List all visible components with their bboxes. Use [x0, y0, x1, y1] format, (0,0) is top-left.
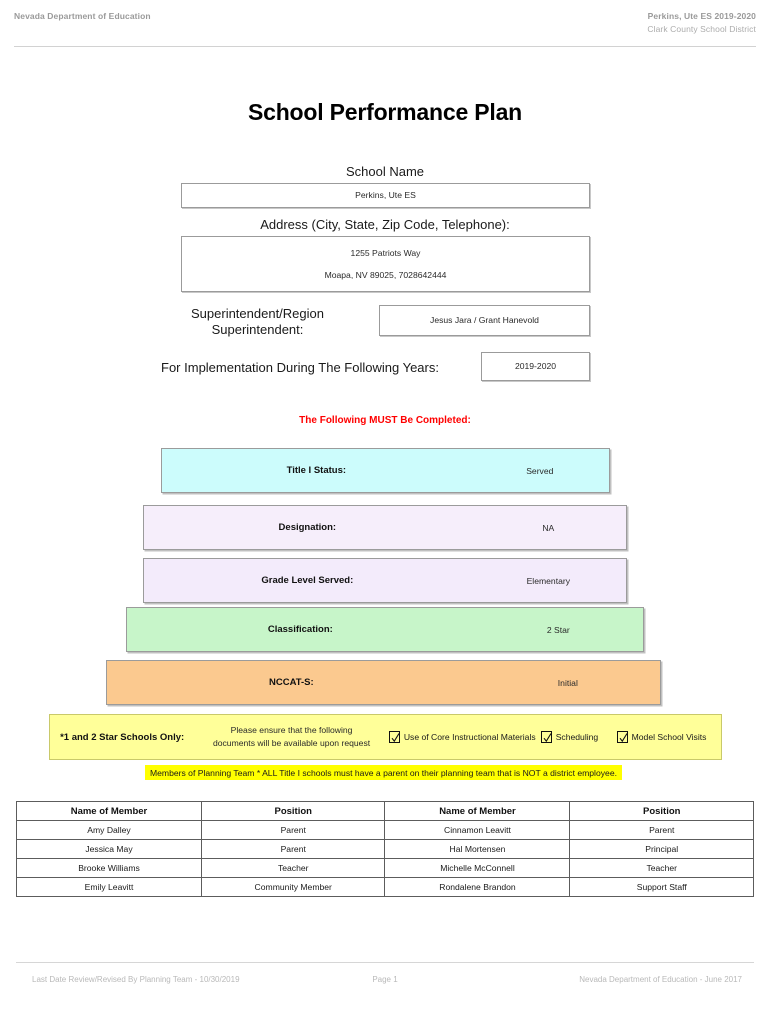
table-header-row: Name of Member Position Name of Member P… — [16, 801, 754, 821]
planning-team-notice: Members of Planning Team * ALL Title I s… — [145, 765, 622, 780]
planning-team-table: Name of Member Position Name of Member P… — [16, 801, 754, 897]
checkbox-model-school-visits[interactable]: Model School Visits — [616, 731, 721, 743]
member-name[interactable]: Amy Dalley — [16, 820, 202, 840]
school-name-value: Perkins, Ute ES — [355, 190, 416, 201]
status-bar-title-i-label: Title I Status: — [286, 465, 347, 476]
table-row: Emily Leavitt Community Member Rondalene… — [16, 877, 754, 897]
address-line-2: Moapa, NV 89025, 7028642444 — [324, 269, 447, 280]
member-name[interactable]: Hal Mortensen — [384, 839, 571, 859]
member-name[interactable]: Michelle McConnell — [384, 858, 571, 878]
header-school-info: Perkins, Ute ES 2019-2020 Clark County S… — [647, 11, 756, 34]
member-position[interactable]: Parent — [200, 839, 386, 859]
address-label: Address (City, State, Zip Code, Telephon… — [260, 217, 510, 232]
footer-last-revised: Last Date Review/Revised By Planning Tea… — [32, 975, 240, 984]
checkmark-icon — [616, 731, 628, 743]
member-name[interactable]: Rondalene Brandon — [384, 877, 571, 897]
column-header-name-1: Name of Member — [16, 801, 202, 821]
page-footer: Last Date Review/Revised By Planning Tea… — [16, 975, 754, 989]
superintendent-field[interactable]: Jesus Jara / Grant Hanevold — [379, 305, 590, 336]
star-schools-note-line-2: documents will be available upon request — [212, 738, 371, 748]
header-district-name: Clark County School District — [647, 24, 756, 34]
checkbox-core-instructional-materials[interactable]: Use of Core Instructional Materials — [388, 731, 541, 743]
table-row: Brooke Williams Teacher Michelle McConne… — [16, 858, 754, 878]
column-header-position-1: Position — [200, 801, 386, 821]
member-position[interactable]: Community Member — [200, 877, 386, 897]
header-agency-name: Nevada Department of Education — [14, 11, 151, 21]
member-position[interactable]: Teacher — [200, 858, 386, 878]
school-name-field[interactable]: Perkins, Ute ES — [181, 183, 590, 208]
status-bar-nccat-s-value: Initial — [557, 677, 578, 688]
table-row: Jessica May Parent Hal Mortensen Princip… — [16, 839, 754, 859]
status-bar-grade-level[interactable]: Grade Level Served: Elementary — [143, 558, 627, 603]
member-position[interactable]: Principal — [569, 839, 754, 859]
page-header: Nevada Department of Education Perkins, … — [0, 0, 770, 52]
footer-source: Nevada Department of Education - June 20… — [579, 975, 742, 984]
status-bar-designation-value: NA — [542, 522, 555, 533]
checkmark-icon — [388, 731, 400, 743]
star-schools-row: *1 and 2 Star Schools Only: Please ensur… — [49, 714, 722, 760]
table-row: Amy Dalley Parent Cinnamon Leavitt Paren… — [16, 820, 754, 840]
member-position[interactable]: Parent — [200, 820, 386, 840]
address-line-1: 1255 Patriots Way — [350, 247, 421, 258]
status-bar-designation-label: Designation: — [278, 522, 337, 533]
column-header-position-2: Position — [569, 801, 754, 821]
school-name-label: School Name — [345, 164, 425, 179]
status-bar-nccat-s-label: NCCAT-S: — [268, 677, 314, 688]
star-schools-title: *1 and 2 Star Schools Only: — [60, 731, 185, 743]
header-school-year: Perkins, Ute ES 2019-2020 — [647, 11, 756, 21]
member-position[interactable]: Support Staff — [569, 877, 754, 897]
star-schools-note: Please ensure that the following documen… — [194, 724, 389, 751]
status-bar-classification-value: 2 Star — [546, 624, 570, 635]
status-bar-nccat-s[interactable]: NCCAT-S: Initial — [106, 660, 661, 705]
member-name[interactable]: Emily Leavitt — [16, 877, 202, 897]
member-name[interactable]: Jessica May — [16, 839, 202, 859]
superintendent-value: Jesus Jara / Grant Hanevold — [430, 315, 539, 326]
implementation-years-field[interactable]: 2019-2020 — [481, 352, 590, 381]
page-title: School Performance Plan — [247, 99, 523, 125]
member-name[interactable]: Cinnamon Leavitt — [384, 820, 571, 840]
status-bar-grade-level-value: Elementary — [526, 575, 571, 586]
member-position[interactable]: Parent — [569, 820, 754, 840]
checkmark-icon — [540, 731, 552, 743]
member-name[interactable]: Brooke Williams — [16, 858, 202, 878]
address-field[interactable]: 1255 Patriots Way Moapa, NV 89025, 70286… — [181, 236, 590, 292]
footer-divider — [16, 962, 754, 963]
status-bar-classification-label: Classification: — [267, 624, 333, 635]
footer-page-number: Page 1 — [372, 975, 398, 984]
implementation-years-value: 2019-2020 — [514, 361, 557, 372]
member-position[interactable]: Teacher — [569, 858, 754, 878]
checkbox-scheduling-label: Scheduling — [555, 732, 599, 742]
column-header-name-2: Name of Member — [384, 801, 571, 821]
header-divider — [14, 46, 756, 47]
implementation-years-label: For Implementation During The Following … — [161, 360, 439, 375]
status-bar-classification[interactable]: Classification: 2 Star — [126, 607, 644, 652]
status-bar-title-i[interactable]: Title I Status: Served — [161, 448, 610, 493]
star-schools-note-line-1: Please ensure that the following — [230, 724, 353, 735]
checkbox-model-school-visits-label: Model School Visits — [631, 732, 707, 742]
status-bar-grade-level-label: Grade Level Served: — [261, 575, 354, 586]
checkbox-scheduling[interactable]: Scheduling — [540, 731, 617, 743]
checkbox-core-instructional-materials-label: Use of Core Instructional Materials — [403, 732, 536, 742]
status-bar-title-i-value: Served — [526, 465, 554, 476]
status-bar-designation[interactable]: Designation: NA — [143, 505, 627, 550]
must-complete-notice: The Following MUST Be Completed: — [299, 415, 471, 426]
